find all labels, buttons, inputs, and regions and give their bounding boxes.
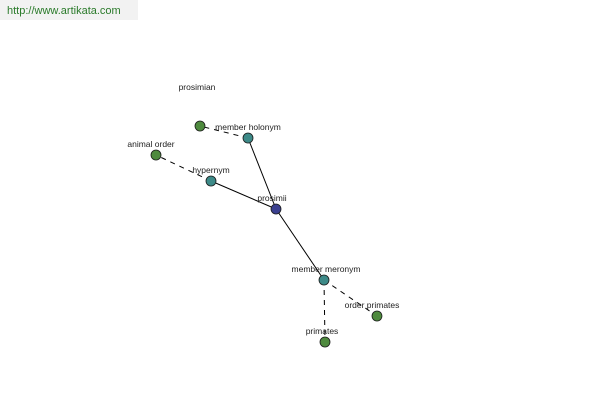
edge-hypernym-to-animal-order	[155, 154, 212, 182]
edge-member-meronym-to-order-primates	[323, 279, 378, 317]
graph-edges	[155, 125, 378, 343]
edge-member-meronym-to-primates	[323, 279, 326, 343]
node-prosimii[interactable]: prosimii	[257, 193, 287, 215]
site-url[interactable]: http://www.artikata.com	[0, 0, 138, 20]
node-hypernym[interactable]: hypernym	[192, 165, 230, 187]
node-circle-primates[interactable]	[319, 336, 331, 348]
node-circle-hypernym[interactable]	[205, 175, 217, 187]
node-label-order-primates: order primates	[345, 300, 400, 310]
node-circle-member-holonym[interactable]	[242, 132, 254, 144]
node-member-meronym[interactable]: member meronym	[292, 264, 361, 286]
edge-prosimii-to-member-meronym	[275, 208, 325, 281]
node-circle-animal-order[interactable]	[150, 149, 162, 161]
graph-nodes: prosimii hypernym member holonym member mer…	[127, 82, 400, 348]
node-member-holonym[interactable]: member holonym	[215, 122, 281, 144]
node-label-prosimii: prosimii	[257, 193, 286, 203]
node-circle-member-meronym[interactable]	[318, 274, 330, 286]
edge-prosimii-to-hypernym	[210, 180, 277, 210]
node-animal-order[interactable]: animal order	[127, 139, 175, 161]
node-order-primates[interactable]: order primates	[345, 300, 400, 322]
node-label-hypernym: hypernym	[192, 165, 229, 175]
node-label-prosimian: prosimian	[179, 82, 216, 92]
node-circle-prosimian[interactable]	[194, 120, 206, 132]
node-primates[interactable]: primates	[306, 326, 339, 348]
edge-member-holonym-to-prosimian	[199, 125, 249, 139]
node-label-primates: primates	[306, 326, 339, 336]
node-label-animal-order: animal order	[127, 139, 174, 149]
node-prosimian[interactable]: prosimian	[179, 82, 216, 132]
node-circle-order-primates[interactable]	[371, 310, 383, 322]
node-label-member-holonym: member holonym	[215, 122, 281, 132]
node-label-member-meronym: member meronym	[292, 264, 361, 274]
node-circle-prosimii[interactable]	[270, 203, 282, 215]
edge-prosimii-to-member-holonym	[247, 137, 277, 210]
